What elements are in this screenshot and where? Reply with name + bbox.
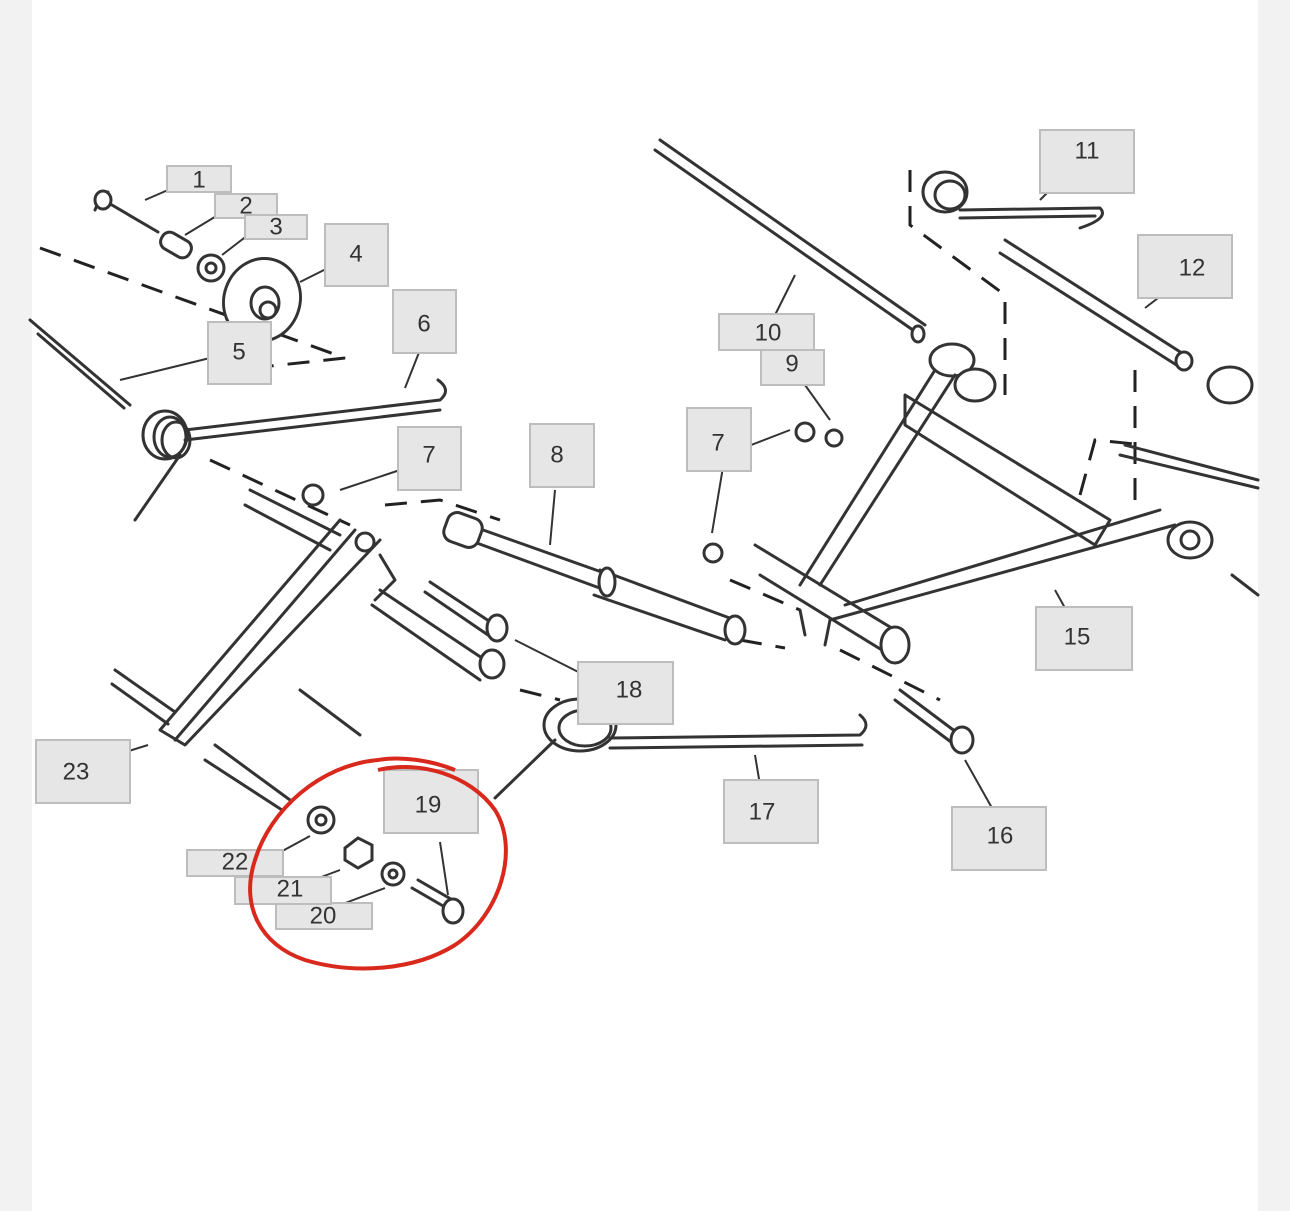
- callout-20: 20: [275, 902, 373, 930]
- callout-16: 16: [951, 806, 1047, 871]
- svg-text:5: 5: [232, 338, 245, 365]
- highlight-circle: [248, 756, 508, 971]
- svg-text:18: 18: [616, 676, 643, 703]
- svg-text:1: 1: [192, 166, 205, 193]
- callout-4: 4: [324, 223, 389, 287]
- svg-text:17: 17: [749, 798, 776, 825]
- callout-7-right: 7: [686, 407, 752, 472]
- svg-text:7: 7: [711, 429, 724, 456]
- callout-6: 6: [392, 289, 457, 354]
- torsion-spring-11: [921, 170, 1104, 230]
- callout-11: 11: [1039, 129, 1135, 194]
- callout-22: 22: [186, 848, 284, 877]
- bolt-18: [423, 580, 509, 643]
- hardware-group-19-22: [306, 805, 465, 925]
- svg-text:22: 22: [222, 848, 249, 875]
- cylinder-strut: [442, 511, 747, 646]
- right-edge-partial-parts: [1118, 365, 1260, 597]
- rod-10: [653, 138, 927, 344]
- left-lift-arm: [110, 483, 506, 812]
- wheel-assembly: [28, 189, 302, 410]
- svg-text:9: 9: [785, 350, 798, 377]
- bolt-16: [893, 688, 975, 755]
- callout-7-left: 7: [397, 426, 462, 491]
- svg-text:16: 16: [987, 822, 1014, 849]
- torsion-spring-left: [133, 378, 447, 522]
- svg-text:6: 6: [417, 310, 430, 337]
- callout-1: 1: [166, 165, 232, 193]
- svg-text:15: 15: [1064, 623, 1091, 650]
- svg-text:20: 20: [310, 902, 337, 929]
- svg-text:8: 8: [550, 441, 563, 468]
- callout-17: 17: [723, 779, 819, 844]
- svg-text:4: 4: [349, 240, 362, 267]
- svg-text:7: 7: [422, 441, 435, 468]
- callout-18: 18: [577, 661, 674, 725]
- svg-text:3: 3: [269, 213, 282, 240]
- svg-text:10: 10: [755, 319, 782, 346]
- rod-12: [998, 238, 1194, 372]
- callout-9: 9: [760, 349, 825, 386]
- svg-text:21: 21: [277, 875, 304, 902]
- callout-3: 3: [244, 213, 308, 240]
- callout-23: 23: [35, 739, 131, 804]
- callout-12: 12: [1137, 234, 1233, 299]
- callout-8: 8: [529, 423, 595, 488]
- right-lift-arm: [702, 342, 1214, 665]
- svg-text:23: 23: [63, 758, 90, 785]
- callout-5: 5: [207, 321, 272, 385]
- callout-19: 19: [383, 769, 479, 834]
- svg-text:11: 11: [1075, 137, 1100, 164]
- svg-text:12: 12: [1179, 254, 1206, 281]
- svg-text:19: 19: [415, 791, 442, 818]
- callout-10: 10: [718, 313, 815, 351]
- callout-15: 15: [1035, 606, 1133, 671]
- svg-text:2: 2: [239, 192, 252, 219]
